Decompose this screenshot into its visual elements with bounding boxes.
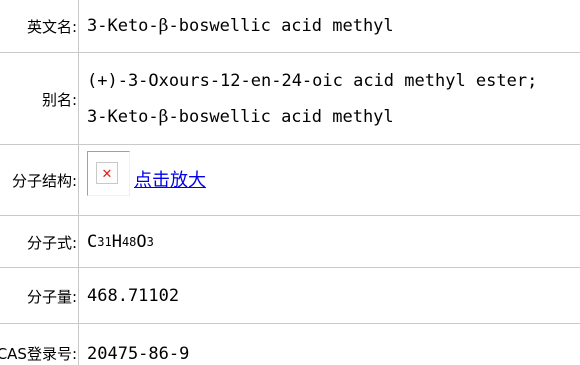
english-name-part: 3-Keto- <box>87 16 159 36</box>
formula-count: 31 <box>97 235 112 249</box>
structure-wrap: ✕ 点击放大 <box>87 151 206 196</box>
column-divider <box>78 53 79 145</box>
column-divider <box>78 0 79 52</box>
formula-element: H <box>111 232 122 252</box>
aliases-label: 别名: <box>41 90 77 109</box>
formula-element: O <box>136 232 147 252</box>
alias-line-1: (+)-3-Oxours-12-en-24-oic acid methyl es… <box>87 71 538 91</box>
column-divider <box>78 324 79 365</box>
row-structure: 分子结构: ✕ 点击放大 <box>0 144 580 216</box>
cas-number-value: 20475-86-9 <box>87 343 190 364</box>
structure-label: 分子结构: <box>11 172 77 190</box>
english-name-label: 英文名: <box>26 17 77 36</box>
formula-element: C <box>87 232 98 252</box>
aliases-value: (+)-3-Oxours-12-en-24-oic acid methyl es… <box>87 53 580 145</box>
structure-image[interactable]: ✕ <box>87 151 130 196</box>
alias-beta: β <box>158 107 169 127</box>
formula-label: 分子式: <box>26 233 77 252</box>
column-divider <box>78 268 79 324</box>
column-divider <box>78 145 79 216</box>
row-aliases: 别名: (+)-3-Oxours-12-en-24-oic acid methy… <box>0 52 580 145</box>
row-english-name: 英文名: 3-Keto-β-boswellic acid methyl <box>0 0 580 52</box>
broken-image-icon: ✕ <box>96 162 118 184</box>
alias-part: 3-Keto- <box>87 107 159 127</box>
english-name-value: 3-Keto-β-boswellic acid methyl <box>87 0 580 52</box>
cas-number-label: CAS登录号: <box>0 345 77 363</box>
enlarge-link[interactable]: 点击放大 <box>134 170 206 191</box>
row-molecular-weight: 分子量: 468.71102 <box>0 267 580 324</box>
molecular-weight-label: 分子量: <box>26 287 77 306</box>
alias-line-2: 3-Keto-β-boswellic acid methyl <box>87 99 394 135</box>
row-cas-number: CAS登录号: 20475-86-9 <box>0 323 580 365</box>
column-divider <box>78 216 79 268</box>
formula-count: 3 <box>146 235 154 249</box>
english-name-beta: β <box>158 16 169 36</box>
molecular-weight-value: 468.71102 <box>87 286 180 306</box>
structure-value: ✕ 点击放大 <box>87 145 580 216</box>
alias-part: -boswellic acid methyl <box>168 107 394 127</box>
formula-count: 48 <box>121 235 137 249</box>
english-name-part: -boswellic acid methyl <box>168 16 394 36</box>
